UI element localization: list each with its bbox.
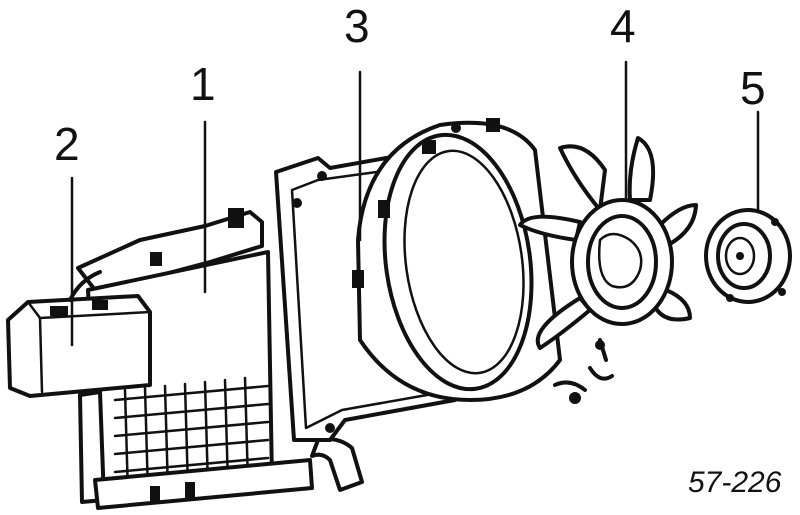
callout-4: 4 — [610, 0, 636, 52]
callout-1: 1 — [190, 58, 216, 110]
overflow-tank — [6, 270, 152, 398]
fan-clutch — [704, 208, 792, 304]
cooling-fan — [518, 136, 698, 404]
callout-5: 5 — [740, 62, 766, 114]
fan-shroud — [274, 118, 562, 442]
figure-reference: 57-226 — [688, 466, 782, 499]
callout-3: 3 — [344, 0, 370, 52]
callout-2: 2 — [54, 118, 80, 170]
leader-lines — [70, 60, 760, 347]
